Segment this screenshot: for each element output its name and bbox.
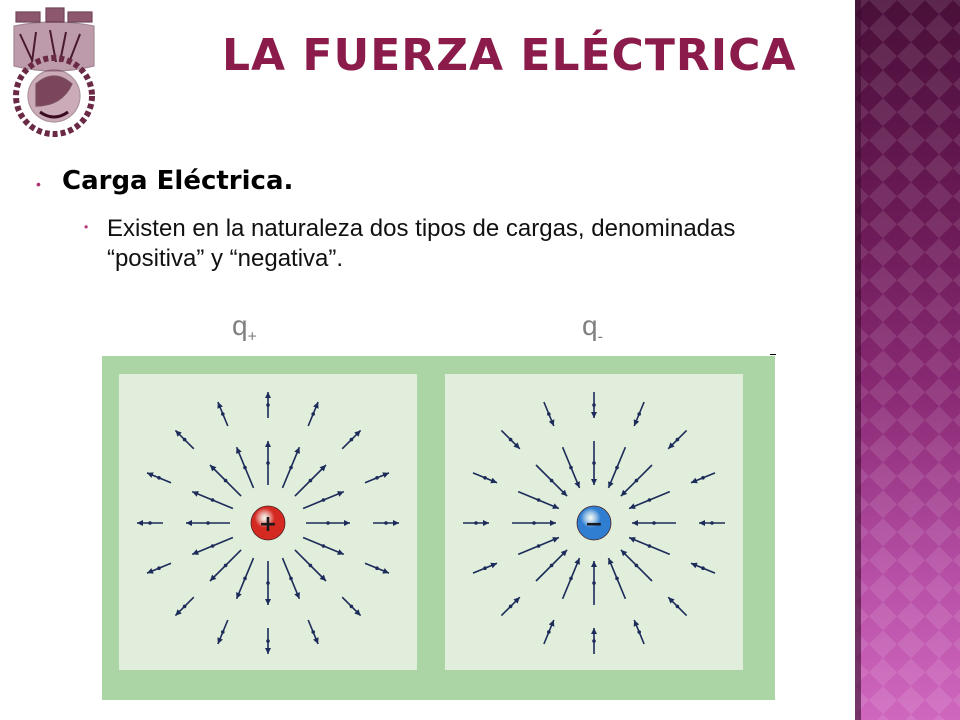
field-arrow [235,557,255,600]
field-arrow [217,619,229,645]
field-arrow [294,549,327,582]
field-arrow [591,392,597,418]
negative-charge-label: q- [582,310,603,346]
field-arrow [307,619,319,645]
field-arrow [517,490,560,510]
field-arrow [209,549,242,582]
field-arrow [217,401,229,427]
ipn-logo [13,7,95,137]
field-arrow [628,536,671,556]
positive-field-diagram: + [137,392,399,654]
field-arrow [633,619,645,645]
field-arrow [265,561,271,605]
field-arrow [341,429,362,450]
field-arrow [632,520,676,526]
field-arrow [306,520,350,526]
bullet-dot-icon: • [36,176,41,192]
bullet-text: Existen en la naturaleza dos tipos de ca… [106,215,736,272]
field-arrow [209,464,242,497]
field-arrow [607,446,627,489]
decorative-side-band [855,0,960,720]
field-arrow [561,446,581,489]
field-arrow [146,562,172,574]
field-arrow [373,520,399,526]
field-arrow [512,520,556,526]
field-arrow [535,464,568,497]
field-arrow [302,490,345,510]
field-arrow [535,549,568,582]
figure-corner-tick [770,354,776,355]
field-arrow [302,536,345,556]
field-arrow [690,472,716,484]
field-arrow [500,596,521,617]
electric-field-figure: + − [102,356,775,700]
field-arrow [146,472,172,484]
charge-sign: − [585,512,603,537]
field-arrow [591,441,597,485]
field-arrow [628,490,671,510]
field-arrow [591,628,597,654]
field-arrow [463,520,489,526]
field-arrow [235,446,255,489]
field-arrow [667,429,688,450]
field-arrow [472,472,498,484]
positive-field-panel: + [119,374,417,670]
field-arrow [561,557,581,600]
field-arrow [265,628,271,654]
field-arrow [265,392,271,418]
field-arrow [620,464,653,497]
field-arrow [364,562,390,574]
negative-field-panel: − [445,374,743,670]
field-arrow [690,562,716,574]
field-arrow [620,549,653,582]
bullet-text: Carga Eléctrica. [62,166,294,196]
field-arrow [294,464,327,497]
charge-sphere [250,505,286,541]
field-arrow [364,472,390,484]
field-arrow [186,520,230,526]
field-arrow [307,401,319,427]
field-arrow [191,536,234,556]
bullet-level1: • Carga Eléctrica. [36,166,293,196]
field-arrow [174,429,195,450]
field-arrow [633,401,645,427]
field-arrow [667,596,688,617]
negative-field-diagram: − [463,392,725,654]
field-arrow [137,520,163,526]
field-arrow [607,557,627,600]
charge-sphere [576,505,612,541]
charge-sign: + [259,512,277,537]
field-arrow [281,557,301,600]
field-arrow [591,561,597,605]
field-arrow [699,520,725,526]
field-arrow [500,429,521,450]
field-arrow [265,441,271,485]
field-arrow [543,619,555,645]
field-arrow [341,596,362,617]
field-arrow [543,401,555,427]
field-arrow [191,490,234,510]
slide-title: LA FUERZA ELÉCTRICA [222,30,797,81]
field-arrow [174,596,195,617]
bullet-dot-icon: • [84,220,89,234]
positive-charge-label: q+ [232,310,257,346]
field-arrow [281,446,301,489]
field-arrow [472,562,498,574]
field-arrow [517,536,560,556]
bullet-level2: • Existen en la naturaleza dos tipos de … [84,214,774,274]
